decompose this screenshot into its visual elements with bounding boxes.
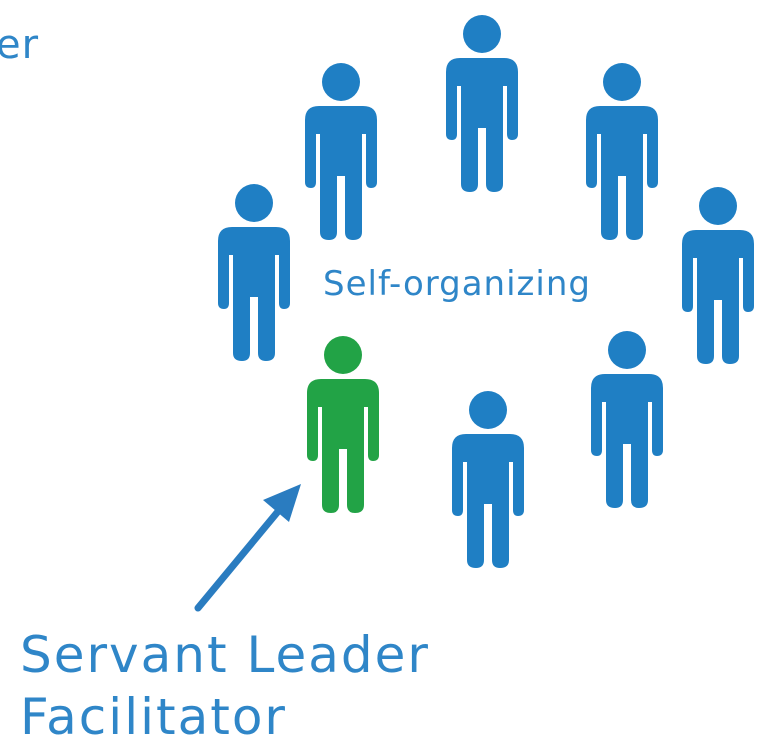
team-member-right-figure [682,187,754,364]
caption-line-2: Facilitator [20,688,287,739]
team-member-top-center-figure [446,15,518,192]
team-member-bottom-figure [452,391,524,568]
team-member-left-figure [218,184,290,361]
servant-leader-figure [307,336,379,513]
team-member-top-left-figure [305,63,377,240]
arrow-shaft [194,499,289,612]
center-label: Self-organizing [323,264,591,304]
team-member-bottom-right-figure [591,331,663,508]
arrow-head-icon [263,484,301,522]
corner-label-fragment: er [0,22,39,68]
team-member-top-right-figure [586,63,658,240]
arrow [194,484,301,612]
caption-line-1: Servant Leader [20,626,430,684]
